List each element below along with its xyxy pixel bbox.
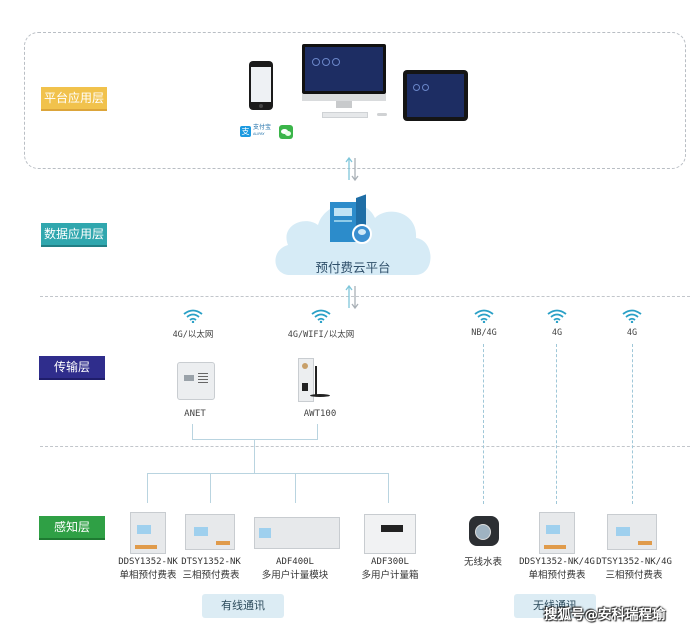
wireless-network-label: NB/4G (471, 328, 497, 338)
device-label: DDSY1352-NK/4G 单相预付费表 (515, 556, 599, 582)
data-layer-label: 数据应用层 (41, 223, 107, 247)
wifi-icon (183, 309, 203, 323)
cloud-platform-label: 预付费云平台 (315, 260, 391, 275)
device-name: 多用户计量箱 (361, 570, 419, 581)
connector-line (254, 439, 255, 474)
device-code: DDSY1352-NK/4G (519, 557, 595, 567)
connector-line (317, 424, 318, 440)
alipay-label: 支付宝 (253, 124, 272, 131)
connector-line (192, 439, 318, 440)
device-code: DDSY1352-NK (118, 557, 178, 567)
wechat-icon (279, 125, 293, 139)
keyboard-icon (322, 112, 368, 118)
gateway-name: AWT100 (303, 409, 337, 419)
device-label: DTSY1352-NK 三相预付费表 (173, 556, 249, 582)
wired-comm-badge: 有线通讯 (202, 594, 284, 618)
multi-user-box-device (364, 514, 416, 554)
wireless-network-label: 4G (551, 328, 563, 338)
device-label: ADF300L 多用户计量箱 (350, 556, 430, 582)
device-label: DDSY1352-NK 单相预付费表 (110, 556, 186, 582)
desktop-monitor-icon (302, 44, 386, 110)
bidirectional-arrow-icon (345, 284, 359, 310)
tablet-icon (403, 70, 468, 121)
gateway-network-label: 4G/WIFI/以太网 (287, 330, 355, 340)
anet-gateway-device (177, 362, 215, 400)
multi-user-module-device (254, 517, 340, 549)
device-name: 三相预付费表 (182, 570, 240, 581)
device-name: 单相预付费表 (119, 570, 177, 581)
smartphone-icon (249, 61, 273, 110)
mouse-icon (377, 113, 387, 116)
device-label: ADF400L 多用户计量模块 (250, 556, 340, 582)
layer-separator (40, 446, 690, 447)
three-phase-4g-meter-device (607, 514, 657, 550)
device-name: 无线水表 (463, 557, 502, 568)
device-name: 多用户计量模块 (261, 570, 329, 581)
wireless-network-label: 4G (626, 328, 638, 338)
wifi-icon (622, 309, 642, 323)
device-code: ADF400L (276, 557, 314, 567)
connector-line (388, 473, 389, 503)
awt100-gateway-device (298, 358, 314, 402)
single-phase-meter-device (130, 512, 166, 554)
device-name: 三相预付费表 (605, 570, 663, 581)
platform-layer-label: 平台应用层 (41, 87, 107, 111)
connector-line (147, 473, 148, 503)
water-meter-device (469, 516, 499, 546)
wifi-icon (547, 309, 567, 323)
perception-layer-label: 感知层 (39, 516, 105, 540)
connector-line (192, 424, 193, 440)
device-name: 单相预付费表 (528, 570, 586, 581)
device-label: 无线水表 (453, 556, 513, 569)
watermark: 搜狐号@安科瑞程瑜 (544, 607, 666, 623)
gateway-name: ANET (184, 409, 206, 419)
device-code: DTSY1352-NK (181, 557, 241, 567)
server-icon (330, 194, 370, 244)
wifi-icon (474, 309, 494, 323)
wireless-comm-badge: 无线通讯 (514, 594, 596, 618)
alipay-icon: 支 (240, 125, 251, 137)
alipay-logo: 支 支付宝 ALIPAY (240, 125, 271, 137)
wireless-connector (483, 344, 484, 504)
wireless-connector (556, 344, 557, 504)
device-code: ADF300L (371, 557, 409, 567)
wifi-icon (311, 309, 331, 323)
layer-separator (40, 296, 690, 297)
gateway-network-label: 4G/以太网 (172, 330, 214, 340)
transmission-layer-label: 传输层 (39, 356, 105, 380)
bidirectional-arrow-icon (345, 156, 359, 182)
connector-line (147, 473, 388, 474)
three-phase-meter-device (185, 514, 235, 550)
connector-line (210, 473, 211, 503)
device-label: DTSY1352-NK/4G 三相预付费表 (592, 556, 676, 582)
connector-line (295, 473, 296, 503)
globe-icon (352, 224, 372, 244)
antenna-icon (315, 366, 317, 396)
wireless-connector (632, 344, 633, 504)
alipay-sub: ALIPAY (253, 132, 265, 136)
device-code: DTSY1352-NK/4G (596, 557, 672, 567)
antenna-cable (310, 394, 330, 397)
single-phase-4g-meter-device (539, 512, 575, 554)
